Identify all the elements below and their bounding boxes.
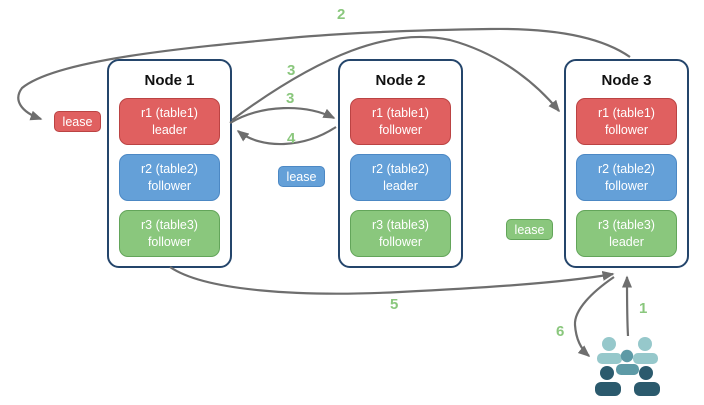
node-1-replica-r1: r1 (table1) leader	[119, 98, 220, 145]
replica-role: follower	[378, 122, 423, 137]
replica-role: follower	[147, 178, 192, 193]
replica-role: follower	[147, 234, 192, 249]
replica-name: r3 (table3)	[141, 218, 198, 233]
step-label-3-replicate-node3: 3	[287, 62, 296, 79]
node-1-title: Node 1	[144, 72, 195, 89]
replica-role: follower	[604, 178, 649, 193]
lease-badge-table1: lease	[54, 111, 101, 132]
step-label-1: 1	[639, 300, 648, 317]
replica-name: r2 (table2)	[141, 162, 198, 177]
replica-role: follower	[604, 122, 649, 137]
node-3-replica-r3: r3 (table3) leader	[576, 210, 677, 257]
node-2-replica-r3: r3 (table3) follower	[350, 210, 451, 257]
node-2-box: Node 2 r1 (table1) follower r2 (table2) …	[338, 59, 463, 268]
node-1-box: Node 1 r1 (table1) leader r2 (table2) fo…	[107, 59, 232, 268]
arrow-step-3-replicate-to-node2	[229, 106, 336, 124]
lease-label: lease	[62, 114, 93, 129]
step-label-6: 6	[556, 323, 565, 340]
replica-role: leader	[609, 234, 644, 249]
replica-name: r1 (table1)	[141, 106, 198, 121]
replica-name: r3 (table3)	[372, 218, 429, 233]
node-2-replica-r2: r2 (table2) leader	[350, 154, 451, 201]
node-3-replica-r2: r2 (table2) follower	[576, 154, 677, 201]
node-3-replica-r1: r1 (table1) follower	[576, 98, 677, 145]
replica-role: follower	[378, 234, 423, 249]
node-3-title: Node 3	[601, 72, 652, 89]
step-label-3-replicate-node2: 3	[286, 90, 295, 107]
step-label-2: 2	[337, 6, 346, 23]
node-1-replica-r2: r2 (table2) follower	[119, 154, 220, 201]
arrow-step-6-node3-to-client	[573, 276, 615, 357]
replica-name: r1 (table1)	[372, 106, 429, 121]
replica-role: leader	[383, 178, 418, 193]
lease-label: lease	[514, 222, 545, 237]
node-1-replica-r3: r3 (table3) follower	[119, 210, 220, 257]
step-label-4: 4	[287, 130, 296, 147]
replica-name: r2 (table2)	[598, 162, 655, 177]
lease-badge-table2: lease	[278, 166, 325, 187]
arrow-step-5-node1-to-node3	[169, 266, 615, 295]
lease-label: lease	[286, 169, 317, 184]
arrow-step-1-client-to-node3	[622, 275, 633, 337]
users-group-icon	[595, 337, 660, 396]
node-2-title: Node 2	[375, 72, 426, 89]
node-3-box: Node 3 r1 (table1) follower r2 (table2) …	[564, 59, 689, 268]
node-2-replica-r1: r1 (table1) follower	[350, 98, 451, 145]
step-label-5: 5	[390, 296, 399, 313]
replica-name: r3 (table3)	[598, 218, 655, 233]
replica-role: leader	[152, 122, 187, 137]
replica-name: r2 (table2)	[372, 162, 429, 177]
lease-badge-table3: lease	[506, 219, 553, 240]
replica-name: r1 (table1)	[598, 106, 655, 121]
